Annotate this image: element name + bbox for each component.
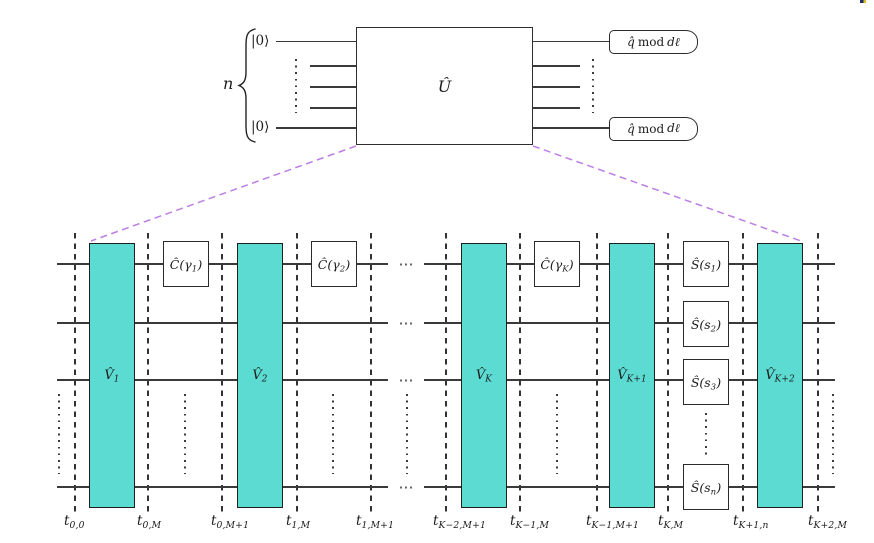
qubit-count-label: n: [223, 74, 234, 93]
time-label: t1,M: [286, 513, 311, 531]
s-gate-2: Ŝ(s2): [683, 301, 729, 347]
vertical-ellipsis-icon: [705, 413, 707, 457]
unitary-label: Û: [437, 76, 452, 96]
c-gate-1: Ĉ(γ1): [163, 241, 209, 287]
time-label: tK+1,n: [733, 513, 769, 531]
ket-zero-bottom: |0⟩: [251, 119, 270, 135]
time-label: t0,M+1: [211, 513, 250, 531]
v-gate-K+1: V̂K+1: [609, 243, 655, 508]
wire: [276, 127, 356, 129]
c-gate-K: Ĉ(γK): [534, 241, 580, 287]
time-separator: [296, 233, 298, 512]
expansion-line-right: [532, 145, 802, 242]
time-label: tK−1,M: [510, 513, 550, 531]
time-label: tK−2,M+1: [433, 513, 487, 531]
time-separator: [74, 233, 76, 512]
wire: [533, 40, 609, 43]
wire-ellipsis: ⋯: [398, 371, 414, 389]
wire-ellipsis: ⋯: [398, 255, 414, 273]
time-label: t0,M: [137, 513, 162, 531]
vertical-ellipsis-icon: [332, 394, 334, 474]
wire-stub: [533, 86, 580, 88]
wire-stub: [310, 107, 356, 109]
c-gate-2: Ĉ(γ2): [311, 241, 357, 287]
vertical-ellipsis-icon: [295, 59, 297, 113]
wire: [533, 127, 609, 129]
ket-zero-top: |0⟩: [251, 33, 270, 49]
wire: [57, 486, 388, 488]
time-label: tK−1,M+1: [586, 513, 640, 531]
measurement-label: q̂: [627, 35, 635, 49]
wire-stub: [310, 65, 356, 67]
time-separator: [817, 233, 819, 512]
time-separator: [667, 233, 669, 512]
vertical-ellipsis-icon: [58, 394, 60, 474]
time-label: tK+2,M: [808, 513, 848, 531]
time-label: t0,0: [64, 513, 85, 531]
wire: [57, 322, 388, 324]
vertical-ellipsis-icon: [556, 394, 558, 474]
vertical-ellipsis-icon: [184, 394, 186, 474]
time-separator: [445, 233, 447, 512]
time-label: tK,M: [658, 513, 684, 531]
v-gate-1: V̂1: [89, 243, 135, 508]
expansion-line-left: [90, 145, 357, 242]
s-gate-3: Ŝ(s3): [683, 359, 729, 405]
time-separator: [221, 233, 223, 512]
unitary-box: Û: [356, 27, 533, 145]
wire-stub: [533, 107, 580, 109]
s-gate-n: Ŝ(sn): [683, 464, 729, 510]
wire-ellipsis: ⋯: [398, 314, 414, 332]
s-gate-1: Ŝ(s1): [683, 241, 729, 287]
time-separator: [596, 233, 598, 512]
wire-ellipsis: ⋯: [398, 478, 414, 496]
wire: [276, 40, 356, 43]
page-corner-artifact: [860, 0, 866, 3]
vertical-ellipsis-icon: [832, 394, 834, 474]
v-gate-K: V̂K: [461, 243, 507, 508]
wire: [57, 379, 388, 381]
time-separator: [519, 233, 521, 512]
v-gate-2: V̂2: [237, 243, 283, 508]
wire: [57, 263, 388, 265]
v-gate-K+2: V̂K+2: [757, 243, 803, 508]
wire-stub: [533, 65, 580, 67]
wire-stub: [310, 86, 356, 88]
measurement-label: q̂: [627, 121, 635, 136]
vertical-ellipsis-icon: [592, 59, 594, 113]
vertical-ellipsis-icon: [406, 394, 408, 474]
time-label: t1,M+1: [356, 513, 395, 531]
time-separator: [742, 233, 744, 512]
time-separator: [147, 233, 149, 512]
time-separator: [370, 233, 372, 512]
